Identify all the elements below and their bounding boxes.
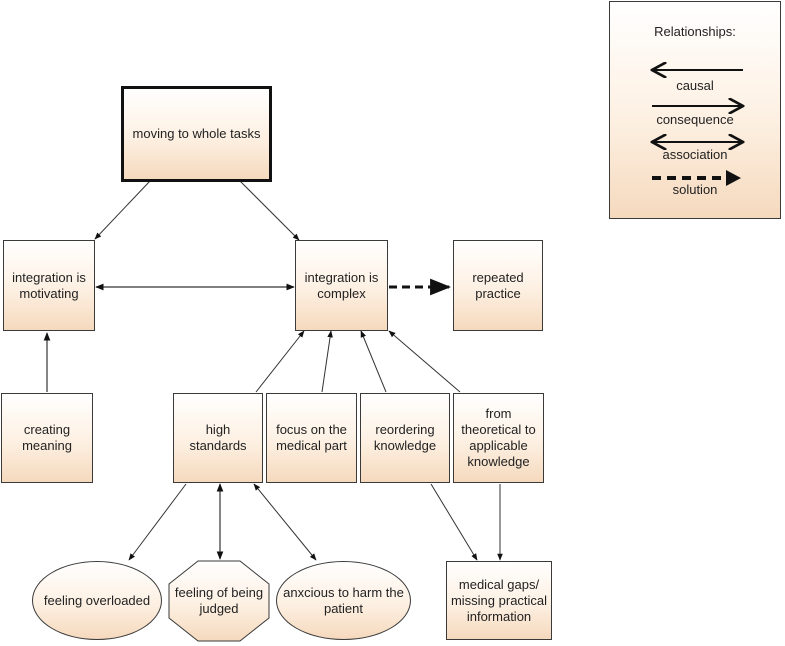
legend-solution-arrowhead <box>726 170 741 186</box>
arrow-whole-to-motivating <box>94 180 151 240</box>
legend-solution-label: solution <box>672 182 718 197</box>
node-moving-to-whole-tasks: moving to whole tasks <box>121 86 272 182</box>
node-theoretical-to-applicable: from theoretical to applicable knowledge <box>453 393 544 483</box>
legend-consequence-label: consequence <box>656 112 734 127</box>
arrow-whole-to-complex <box>239 180 300 241</box>
arrow-theoretical-to-complex <box>388 330 461 393</box>
arrow-reordering-to-gaps <box>430 483 478 561</box>
arrow-standards-to-overloaded <box>128 483 187 561</box>
node-integration-complex: integration is complex <box>295 240 388 331</box>
arrow-standards-anxcious <box>253 483 317 561</box>
legend-arrows <box>610 2 782 186</box>
node-integration-motivating: integration is motivating <box>3 240 95 331</box>
node-anxcious-harm: anxcious to harm the patient <box>276 561 411 640</box>
legend-title: Relationships: <box>654 24 736 39</box>
octagon-shape <box>168 560 270 642</box>
node-creating-meaning: creating meaning <box>1 393 93 483</box>
arrow-reordering-to-complex <box>360 330 387 393</box>
arrow-focus-to-complex <box>321 330 333 393</box>
legend-causal-label: causal <box>676 78 714 93</box>
node-high-standards: high standards <box>173 393 263 483</box>
node-feeling-overloaded: feeling overloaded <box>32 561 162 640</box>
node-feeling-judged: feeling of being judged <box>168 560 270 642</box>
node-focus-medical-part: focus on the medical part <box>266 393 357 483</box>
node-repeated-practice: repeated practice <box>453 240 543 331</box>
legend-association-label: association <box>662 147 728 162</box>
arrow-standards-to-complex <box>255 330 305 393</box>
legend-box: Relationships: causal consequence associ… <box>609 1 781 219</box>
node-reordering-knowledge: reordering knowledge <box>360 393 450 483</box>
node-medical-gaps: medical gaps/ missing practical informat… <box>446 561 552 640</box>
